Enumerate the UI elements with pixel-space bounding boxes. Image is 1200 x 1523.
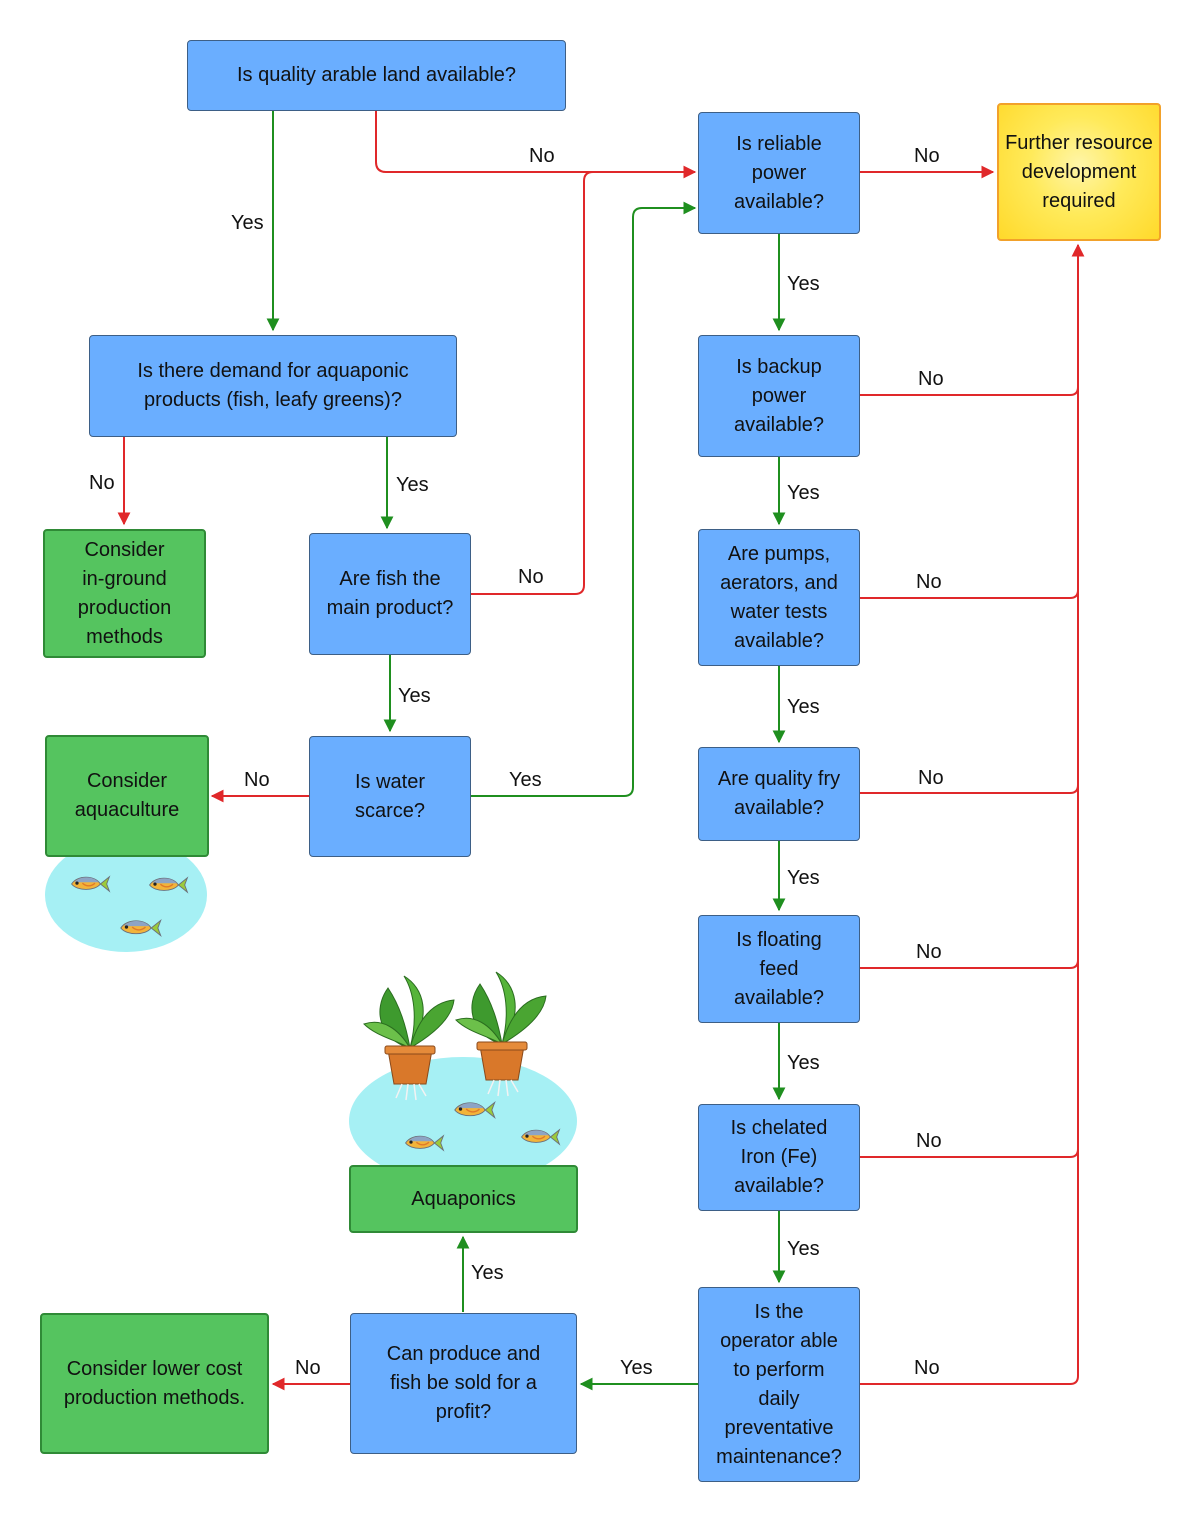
node-further-development: Further resource development required <box>997 103 1161 241</box>
node-fish-main: Are fish the main product? <box>309 533 471 655</box>
node-text-line: production methods. <box>63 1386 246 1409</box>
label-fry-yes: Yes <box>787 867 820 889</box>
arrow-water-yes <box>471 201 697 797</box>
node-text-line: products (fish, leafy greens)? <box>144 389 402 411</box>
label-pumps-yes: Yes <box>787 696 820 718</box>
node-text-line: Further resource <box>1005 131 1153 154</box>
node-operator: Is the operator able to perform daily preven… <box>698 1287 860 1482</box>
label-iron-yes: Yes <box>787 1238 820 1260</box>
arrow-operator-no <box>860 243 1085 1385</box>
node-text-line: fish be sold for a <box>390 1372 537 1394</box>
node-in-ground: Consider in-ground production methods <box>43 529 206 658</box>
node-text-line: development <box>1021 160 1137 183</box>
node-text-line: feed <box>759 957 799 980</box>
label-backup-yes: Yes <box>787 482 820 504</box>
node-text-line: aquaculture <box>74 799 180 821</box>
node-text-line: Aquaponics <box>411 1187 516 1210</box>
node-text-line: operator able <box>720 1329 838 1352</box>
label-arable-no: No <box>529 145 555 167</box>
node-text-line: scarce? <box>354 799 426 822</box>
label-power-yes: Yes <box>787 273 820 295</box>
node-text-line: Is reliable <box>736 132 822 155</box>
node-text-line: aerators, and <box>720 571 838 594</box>
node-text-line: to perform <box>733 1358 825 1381</box>
node-text-line: available? <box>733 190 825 213</box>
node-text-line: Is water <box>354 770 426 793</box>
label-fish-yes: Yes <box>398 685 431 707</box>
label-operator-yes: Yes <box>620 1357 653 1379</box>
node-demand: Is there demand for aquaponic products (f… <box>89 335 457 437</box>
label-demand-yes: Yes <box>396 474 429 496</box>
node-floating-feed: Is floating feed available? <box>698 915 860 1023</box>
node-text-line: Is backup <box>736 355 822 378</box>
node-text-line: power <box>751 161 807 184</box>
label-water-no: No <box>244 769 270 791</box>
label-iron-no: No <box>916 1130 942 1152</box>
arrow-iron-no <box>860 1148 1079 1158</box>
node-text-line: Is floating <box>736 928 822 951</box>
node-text-line: required <box>1042 189 1116 212</box>
arrow-fry-no <box>860 784 1079 794</box>
node-text-line: available? <box>733 629 825 652</box>
node-text-line: Are pumps, <box>727 542 831 565</box>
node-text-line: in-ground <box>82 567 167 590</box>
fish-pond-icon <box>45 838 207 952</box>
label-backup-no: No <box>918 368 944 390</box>
label-operator-no: No <box>914 1357 940 1379</box>
arrow-backup-no <box>860 386 1079 396</box>
node-text-line: Consider lower cost <box>66 1357 243 1380</box>
label-feed-no: No <box>916 941 942 963</box>
arrow-feed-no <box>860 959 1079 969</box>
node-text-line: Is there demand for aquaponic <box>137 360 409 382</box>
node-text-line: profit? <box>435 1401 492 1423</box>
label-arable-yes: Yes <box>231 212 264 234</box>
node-text-line: available? <box>733 797 825 819</box>
node-text-line: Are quality fry <box>717 768 841 790</box>
node-text-line: power <box>751 384 807 407</box>
node-text-line: main product? <box>326 597 454 619</box>
label-fry-no: No <box>918 767 944 789</box>
node-reliable-power: Is reliable power available? <box>698 112 860 234</box>
node-text-line: available? <box>733 413 825 436</box>
label-water-yes: Yes <box>509 769 542 791</box>
node-pumps: Are pumps, aerators, and water tests availa… <box>698 529 860 666</box>
label-power-no: No <box>914 145 940 167</box>
node-text-line: Consider <box>84 538 165 561</box>
arrow-pumps-no <box>860 589 1079 599</box>
node-text-line: daily <box>758 1387 800 1410</box>
node-aquaculture: Consider aquaculture <box>45 735 209 857</box>
node-text-line: Is chelated <box>730 1117 828 1139</box>
node-profit: Can produce and fish be sold for a profit? <box>350 1313 577 1454</box>
node-text-line: Is the <box>754 1300 804 1323</box>
node-text-line: Can produce and <box>386 1343 541 1365</box>
label-fish-no: No <box>518 566 544 588</box>
potted-plants-pond-icon <box>349 971 577 1185</box>
arrow-fish-no <box>471 171 594 595</box>
node-text-line: preventative <box>724 1416 834 1439</box>
node-text-line: available? <box>733 1175 825 1197</box>
label-profit-no: No <box>295 1357 321 1379</box>
node-text-line: Are fish the <box>339 568 441 590</box>
arrow-arable-no <box>375 111 697 179</box>
node-text-line: Is quality arable land available? <box>236 64 517 86</box>
label-demand-no: No <box>89 472 115 494</box>
label-profit-yes: Yes <box>471 1262 504 1284</box>
node-text-line: Consider <box>86 770 168 792</box>
node-backup-power: Is backup power available? <box>698 335 860 457</box>
node-arable-land: Is quality arable land available? <box>187 40 566 111</box>
node-text-line: production <box>77 596 172 619</box>
label-pumps-no: No <box>916 571 942 593</box>
node-water-scarce: Is water scarce? <box>309 736 471 857</box>
node-text-line: maintenance? <box>716 1445 842 1468</box>
node-fry: Are quality fry available? <box>698 747 860 841</box>
node-text-line: water tests <box>730 600 828 623</box>
node-text-line: methods <box>86 625 163 648</box>
node-lower-cost: Consider lower cost production methods. <box>40 1313 269 1454</box>
node-aquaponics: Aquaponics <box>349 1165 578 1233</box>
node-text-line: available? <box>733 986 825 1009</box>
label-feed-yes: Yes <box>787 1052 820 1074</box>
node-text-line: Iron (Fe) <box>740 1146 818 1168</box>
